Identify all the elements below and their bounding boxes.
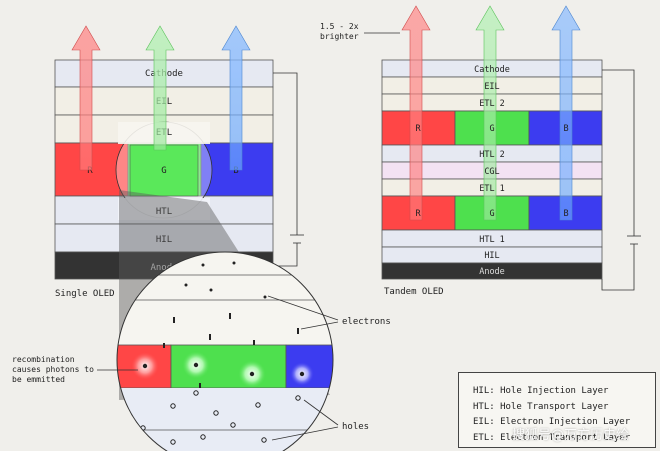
tandem-cathode-label: Cathode <box>474 65 510 75</box>
single-anode-label: Anode <box>150 263 177 273</box>
single-r-label: R <box>87 166 93 176</box>
tandem-circuit <box>601 69 641 291</box>
tandem-anode-label: Anode <box>479 267 505 277</box>
tandem-blue-arrow <box>551 5 581 221</box>
single-blue-arrow <box>221 25 251 171</box>
hole-dots <box>140 390 301 445</box>
magnifier-lens: ETL G HTL <box>115 121 213 220</box>
single-g-label: G <box>161 166 166 176</box>
electrons-label: electrons <box>342 317 391 327</box>
tandem-eil-label: EIL <box>484 82 499 92</box>
recombination-label-2: causes photons to <box>12 365 94 374</box>
tandem-red-arrow <box>401 5 431 221</box>
brightness-note-2: brighter <box>320 32 359 41</box>
tandem-layer-labels: Cathode EIL ETL 2 R G B HTL 2 CGL ETL 1 … <box>415 65 568 277</box>
watermark-text: 搜狐号@万方历史绘 <box>512 428 630 443</box>
single-htl-label: HTL <box>156 207 172 217</box>
brightness-note-1: 1.5 - 2x <box>320 22 359 31</box>
tandem-green-arrow <box>475 5 505 221</box>
legend-item-htl: HTL: Hole Transport Layer <box>473 401 609 412</box>
single-oled-title: Single OLED <box>55 289 115 299</box>
single-hil-layer <box>54 223 274 253</box>
holes-callout-lines <box>271 399 339 441</box>
single-emission-arrows <box>71 25 251 171</box>
electron-dots <box>163 261 299 388</box>
tandem-etl1-label: ETL 1 <box>479 184 505 194</box>
tandem-upper-r-label: R <box>415 124 421 134</box>
tandem-etl2-label: ETL 2 <box>479 99 505 109</box>
tandem-lower-r-label: R <box>415 209 421 219</box>
tandem-upper-b-label: B <box>563 124 568 134</box>
recombination-label-3: be emmitted <box>12 375 65 384</box>
tandem-upper-g-label: G <box>489 124 494 134</box>
single-green-arrow <box>145 25 175 151</box>
recombination-label-1: recombination <box>12 355 75 364</box>
tandem-htl1-label: HTL 1 <box>479 235 505 245</box>
tandem-oled-title: Tandem OLED <box>384 287 444 297</box>
tandem-hil-label: HIL <box>484 251 499 261</box>
electron-callout-lines <box>267 295 339 330</box>
tandem-lower-b-label: B <box>563 209 568 219</box>
magnified-view <box>116 251 334 451</box>
tandem-lower-g-label: G <box>489 209 494 219</box>
tandem-emission-arrows <box>401 5 581 221</box>
single-red-arrow <box>71 25 101 171</box>
abbreviation-legend: HIL: Hole Injection Layer HTL: Hole Tran… <box>458 372 656 448</box>
legend-item-eil: EIL: Electron Injection Layer <box>473 417 631 427</box>
tandem-cgl-label: CGL <box>484 167 499 177</box>
single-circuit <box>273 72 304 267</box>
single-hil-label: HIL <box>156 235 172 245</box>
photon-dots <box>142 362 305 377</box>
holes-label: holes <box>342 422 369 432</box>
single-b-label: B <box>233 166 238 176</box>
tandem-anode-layer <box>381 262 603 280</box>
legend-item-etl: ETL: Electron Transport Layer <box>473 432 631 443</box>
legend-item-hil: HIL: Hole Injection Layer <box>473 386 609 396</box>
tandem-htl2-label: HTL 2 <box>479 150 505 160</box>
